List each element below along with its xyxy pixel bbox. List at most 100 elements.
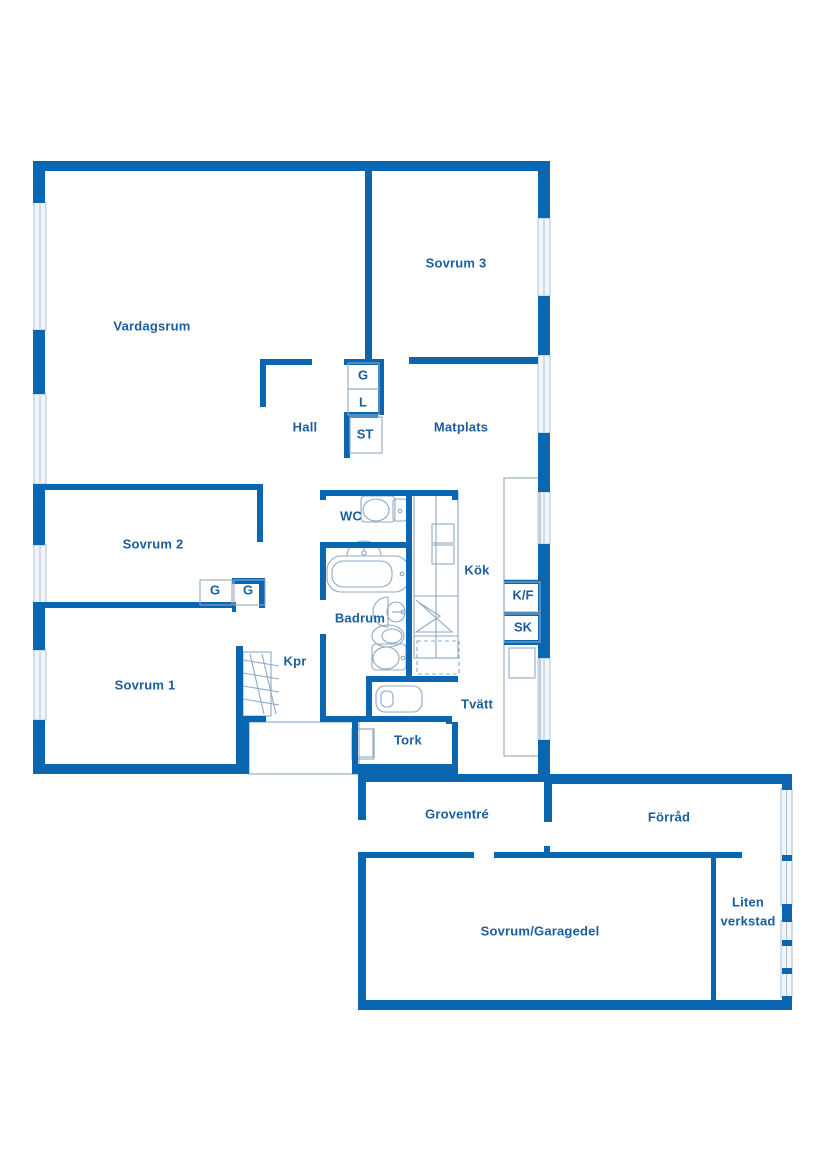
wall-sovrum2-top (33, 484, 263, 490)
sink-badrum-icon (372, 596, 406, 628)
wall-wc-top (320, 490, 440, 496)
wall-garage-top-left (358, 774, 552, 782)
closet-box-sk (503, 613, 541, 643)
wall-closet-top (344, 359, 384, 365)
room-label-tork: Tork (394, 732, 423, 747)
room-label-sovrum_garage: Sovrum/Garagedel (481, 923, 600, 938)
wall-tvatt-right-tick (446, 716, 452, 724)
wall-tork-bottom (352, 764, 458, 774)
wall-tvatt-bottom (366, 716, 452, 722)
window-left-3 (33, 544, 47, 608)
wall-garage-right-tick-3 (782, 968, 792, 974)
wall-sovrum3-matplats (409, 357, 538, 364)
wall-tvatt-top (366, 676, 458, 682)
wall-groventre-forrad-div (544, 774, 552, 822)
wall-tork-vert (352, 722, 358, 764)
washing-machine-icon (375, 685, 423, 713)
wall-wc-bottom (320, 542, 412, 548)
room-label-groventre: Groventré (425, 806, 489, 821)
wall-closet-gg-right (259, 578, 265, 608)
closet-box-kf (503, 581, 541, 613)
window-left-1 (33, 201, 47, 331)
wall-garage-right-tick-1 (782, 855, 792, 861)
room-label-matplats: Matplats (434, 419, 488, 434)
wall-garage-mid-left (366, 852, 474, 858)
wall-kok-top (412, 490, 458, 496)
stove-icon (414, 599, 454, 633)
wall-exterior-top (33, 161, 550, 171)
wall-exterior-left-c (33, 484, 45, 545)
wall-kok-right (452, 490, 458, 500)
wall-badrum-left-lower (320, 634, 326, 720)
wall-cabinet-col-right-a (538, 478, 550, 488)
wall-garage-right-tick-2 (782, 940, 792, 946)
room-label-kok: Kök (464, 562, 490, 577)
room-label-line: verkstad (720, 914, 775, 929)
wall-badrum-left (320, 548, 326, 600)
wall-kpr-sovrum1 (236, 646, 243, 728)
terrace-outline (248, 721, 360, 775)
room-label-wc: WC (340, 508, 362, 523)
window-right-1 (537, 217, 551, 297)
room-label-tvatt: Tvätt (461, 696, 494, 711)
wall-garagedel-left (358, 852, 366, 1010)
closet-label-closet-g-right: G (243, 582, 253, 597)
kitchen-counter-icon (413, 491, 459, 659)
wall-hall-stub-h (260, 359, 312, 365)
wall-exterior-left-e (33, 720, 45, 774)
wall-vardagsrum-sovrum3 (365, 171, 372, 361)
wall-closet-gg-tick (232, 602, 236, 612)
closet-label-closet-g-left: G (210, 582, 220, 597)
window-garage-right-2 (780, 919, 793, 999)
wall-exterior-right-e (538, 544, 550, 658)
closet-box-g-left (199, 579, 233, 606)
closet-shelving-icon (242, 651, 280, 717)
closet-label-closet-l-hall: L (359, 394, 367, 409)
room-label-hall: Hall (293, 419, 318, 434)
closet-box-g-right (233, 579, 266, 606)
wall-exterior-right-f (538, 740, 550, 774)
room-label-sovrum1: Sovrum 1 (115, 677, 176, 692)
wall-sovrum2-sovrum1 (33, 602, 236, 608)
wall-tork-left (320, 716, 372, 722)
window-left-4 (33, 649, 47, 721)
wall-garagedel-bottom (358, 1000, 792, 1010)
wall-exterior-left-a (33, 161, 45, 203)
toilet-wc-icon (360, 495, 408, 523)
dishwasher-icon (416, 640, 460, 675)
room-label-liten-verkstad: Liten verkstad (720, 895, 775, 929)
wall-closet-right (378, 359, 384, 415)
wall-garage-top-right (546, 774, 792, 784)
wall-garage-mid-tick (544, 846, 550, 858)
wall-exterior-right-b (538, 296, 550, 355)
wall-tork-right (452, 722, 458, 774)
closet-label-closet-sk: SK (514, 619, 533, 634)
room-label-line: Liten (732, 895, 764, 910)
bathtub-icon (326, 555, 410, 593)
wall-exterior-right-a (538, 161, 550, 218)
room-label-sovrum2: Sovrum 2 (123, 536, 184, 551)
room-label-kpr: Kpr (284, 653, 307, 668)
wall-hall-stub-v (260, 359, 266, 407)
room-label-badrum: Badrum (335, 610, 385, 625)
tall-cabinet-column-icon (503, 477, 541, 757)
closet-label-closet-st-hall: ST (357, 426, 374, 441)
wall-garage-right-a (782, 774, 792, 790)
window-left-2 (33, 393, 47, 485)
closet-boxes-group (199, 362, 541, 643)
wall-sovrum2-top-end (257, 484, 263, 542)
wall-exterior-right-c (538, 433, 550, 459)
window-right-2 (537, 354, 551, 434)
wall-kpr-bottom (236, 716, 266, 722)
wall-wc-left-tick (320, 490, 326, 500)
toilet-badrum-icon (371, 643, 407, 671)
room-label-forrad: Förråd (648, 809, 690, 824)
wall-tvatt-left (366, 682, 372, 716)
walls-group (33, 161, 792, 1010)
closet-label-closet-g-hall: G (358, 367, 368, 382)
wall-exterior-bottom-main (33, 764, 249, 774)
wall-closet-gg-top (232, 578, 265, 584)
